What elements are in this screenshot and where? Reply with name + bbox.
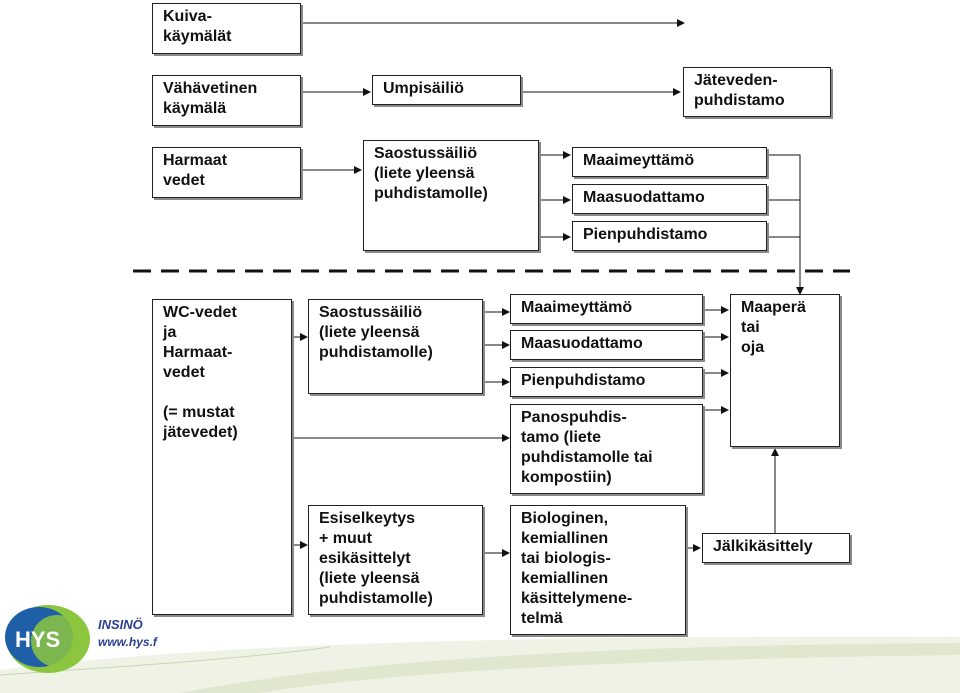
box-kuivakaymalat: Kuiva- käymälät [152,3,301,54]
box-line: Jäteveden- [694,72,778,89]
box-line: telmä [521,610,563,627]
box-line: kemiallinen [521,570,609,587]
box-line: Jälkikäsittely [713,538,813,555]
box-pienpuhdistamo-lower: Pienpuhdistamo [510,367,703,397]
box-saostussailio-lower: Saostussäiliö (liete yleensä puhdistamol… [308,299,483,394]
box-line: Harmaat- [163,344,233,361]
box-line: + muut [319,530,372,547]
box-line: vedet [163,172,205,189]
box-line: puhdistamolle) [374,185,488,202]
box-line: Esiselkeytys [319,510,416,527]
footer-swoosh [0,636,960,693]
box-line: Pienpuhdistamo [521,372,646,389]
box-maasuodattamo-lower: Maasuodattamo [510,330,703,360]
hys-logo-icon: HYS [5,605,90,673]
box-line: kompostiin) [521,469,612,486]
box-line: Vähävetinen [163,80,258,97]
box-line: puhdistamolle tai [521,449,653,466]
box-line: tai biologis- [521,550,611,567]
box-line: Maaperä [741,299,806,316]
box-line: Saostussäiliö [374,145,478,162]
box-line: WC-vedet [163,304,237,321]
box-line: ja [163,324,177,341]
box-line: Biologinen, [521,510,609,527]
box-line: (= mustat [163,404,235,421]
box-wc-vedet: WC-vedet ja Harmaat- vedet (= mustat jät… [152,299,292,615]
box-line: (liete yleensä [374,165,475,182]
box-maaimeyttamo-upper: Maaimeyttämö [572,147,767,177]
box-line: puhdistamolle) [319,590,433,607]
connector-upper-to-maapera [767,154,804,295]
logo-letters: HYS [15,627,60,652]
box-line: (liete yleensä [319,324,420,341]
box-panospuhdistamo: Panospuhdis- tamo (liete puhdistamolle t… [510,404,703,494]
box-line: tamo (liete [521,429,602,446]
box-line: puhdistamolle) [319,344,433,361]
box-line: (liete yleensä [319,570,420,587]
box-umpisailio: Umpisäiliö [372,75,521,105]
box-pienpuhdistamo-upper: Pienpuhdistamo [572,221,767,251]
box-line: Saostussäiliö [319,304,423,321]
box-line: Umpisäiliö [383,80,464,97]
box-maapera-tai-oja: Maaperä tai oja [730,294,840,447]
box-line: käymälät [163,28,232,45]
footer-logo-area: HYS INSINÖ www.hys.f [0,575,960,693]
box-line: puhdistamo [694,92,785,109]
box-line: jätevedet) [163,424,238,441]
box-line: oja [741,339,765,356]
box-line: Maaimeyttämö [521,299,633,316]
box-jalkikasittely: Jälkikäsittely [702,533,850,563]
box-line: käsittelymene- [521,590,633,607]
box-line: tai [741,319,760,336]
box-line: vedet [163,364,205,381]
box-line: käymälä [163,100,227,117]
box-maaimeyttamo-lower: Maaimeyttämö [510,294,703,324]
box-vahavetinen-kaymala: Vähävetinen käymälä [152,75,301,126]
box-jatevedenpuhdistamo: Jäteveden- puhdistamo [683,67,831,117]
box-line: Kuiva- [163,8,212,25]
box-line: Panospuhdis- [521,409,627,426]
box-line: kemiallinen [521,530,609,547]
box-biologinen: Biologinen, kemiallinen tai biologis- ke… [510,505,686,635]
box-saostussailio-upper: Saostussäiliö (liete yleensä puhdistamol… [363,140,539,251]
box-line: Pienpuhdistamo [583,226,708,243]
logo-website: www.hys.f [98,635,157,649]
box-line: Harmaat [163,152,228,169]
box-line [163,383,283,403]
box-line: Maaimeyttämö [583,152,695,169]
box-maasuodattamo-upper: Maasuodattamo [572,184,767,214]
box-line: Maasuodattamo [583,189,705,206]
box-line: esikäsittelyt [319,550,411,567]
box-line: Maasuodattamo [521,335,643,352]
box-harmaat-vedet: Harmaat vedet [152,147,301,198]
box-esiselkeytys: Esiselkeytys + muut esikäsittelyt (liete… [308,505,483,615]
logo-company-name: INSINÖ [98,617,143,632]
